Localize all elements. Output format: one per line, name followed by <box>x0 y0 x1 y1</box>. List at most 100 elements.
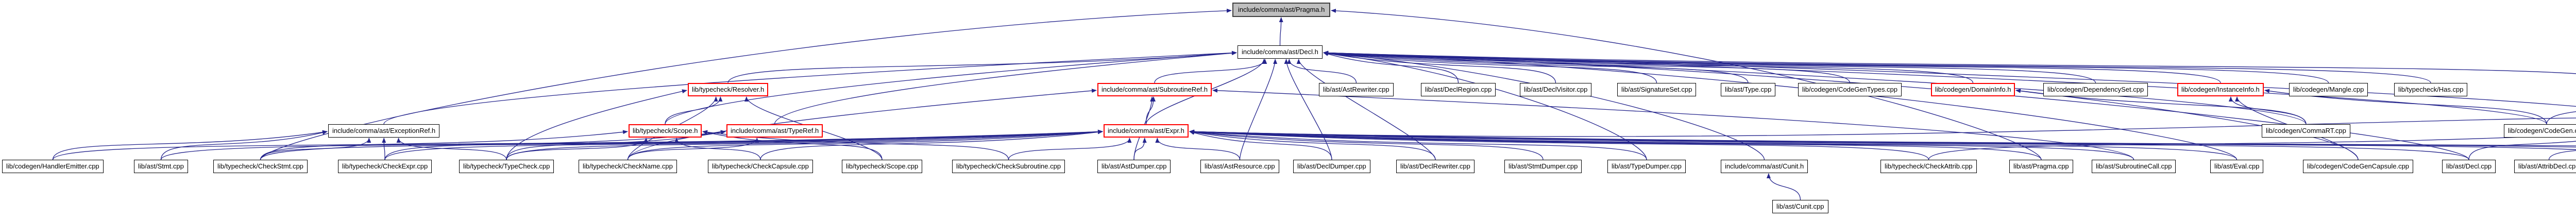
edge-stmt_cpp-to-exceptionref_h <box>160 130 328 160</box>
graph-node-expr_h[interactable]: include/comma/ast/Expr.h <box>1104 124 1189 138</box>
edge-scope_cpp-to-scope_h <box>702 130 883 160</box>
graph-node-declrewriter_cpp[interactable]: lib/ast/DeclRewriter.cpp <box>1396 160 1475 173</box>
graph-node-type_cpp[interactable]: lib/ast/Type.cpp <box>1721 83 1776 96</box>
edge-typecheck_cpp-to-resolver_h <box>506 89 687 160</box>
edge-typecheck_cpp-to-scope_h <box>506 138 648 160</box>
graph-node-subroutineref_h[interactable]: include/comma/ast/SubroutineRef.h <box>1097 83 1212 96</box>
graph-node-commart_cpp[interactable]: lib/codegen/CommaRT.cpp <box>2262 124 2350 138</box>
graph-node-checkname_cpp[interactable]: lib/typecheck/CheckName.cpp <box>579 160 677 173</box>
graph-node-eval_cpp[interactable]: lib/ast/Eval.cpp <box>2210 160 2264 173</box>
edge-codegentypes_cpp-to-decl_h <box>1323 51 1851 83</box>
graph-node-astresource_cpp[interactable]: lib/ast/AstResource.cpp <box>1200 160 1279 173</box>
graph-node-checkcapsule_cpp[interactable]: lib/typecheck/CheckCapsule.cpp <box>708 160 813 173</box>
graph-node-checksubroutine_cpp[interactable]: lib/typecheck/CheckSubroutine.cpp <box>952 160 1065 173</box>
edge-resolver_h-to-decl_h <box>727 51 1237 83</box>
edge-commart_cpp-to-instanceinfo_h <box>2228 96 2307 125</box>
edge-srinfo_h-to-decl_h <box>1323 50 2576 74</box>
graph-node-astrewriter_cpp[interactable]: lib/ast/AstRewriter.cpp <box>1319 83 1394 96</box>
edge-typedumper_cpp-to-decl_h <box>1323 51 1647 160</box>
graph-node-subroutinecall_cpp[interactable]: lib/ast/SubroutineCall.cpp <box>2092 160 2176 173</box>
edge-checkname_cpp-to-expr_h <box>627 130 1103 160</box>
edge-eval_cpp-to-expr_h <box>1189 129 2238 160</box>
edge-codegencall_cpp-to-expr_h <box>1189 129 2576 148</box>
edge-typedumper_cpp-to-expr_h <box>1189 130 1647 160</box>
graph-node-checkattrib_cpp[interactable]: lib/typecheck/CheckAttrib.cpp <box>1880 160 1977 173</box>
edge-attribdecl_h-to-expr_h <box>1189 117 2576 137</box>
edge-cunit_h-to-decl_h <box>1323 51 1765 160</box>
graph-node-exceptionref_h[interactable]: include/comma/ast/ExceptionRef.h <box>328 124 440 138</box>
graph-node-astdumper_cpp[interactable]: lib/ast/AstDumper.cpp <box>1097 160 1171 173</box>
edge-checkstmt_cpp-to-exceptionref_h <box>260 138 371 160</box>
edge-astrewriter_cpp-to-decl_h <box>1287 59 1357 83</box>
edge-scope_h-to-resolver_h <box>665 96 723 125</box>
graph-node-checkexpr_cpp[interactable]: lib/typecheck/CheckExpr.cpp <box>338 160 432 173</box>
edge-subroutinecall_cpp-to-subroutineref_h <box>1212 88 2134 160</box>
graph-node-decl_cpp[interactable]: lib/ast/Decl.cpp <box>2442 160 2496 173</box>
edge-stmt_cpp-to-expr_h <box>160 129 1103 160</box>
graph-node-dependencyset_cpp[interactable]: lib/codegen/DependencySet.cpp <box>2043 83 2148 96</box>
graph-node-signatureset_cpp[interactable]: lib/ast/SignatureSet.cpp <box>1617 83 1697 96</box>
edge-typeref_h-to-decl_h <box>774 51 1237 125</box>
graph-node-cunit_cpp[interactable]: lib/ast/Cunit.cpp <box>1772 200 1828 213</box>
edge-checksubroutine_cpp-to-expr_h <box>1008 138 1132 160</box>
graph-node-pragma_h[interactable]: include/comma/ast/Pragma.h <box>1232 3 1331 17</box>
graph-node-scope_cpp[interactable]: lib/typecheck/Scope.cpp <box>842 160 923 173</box>
edge-scope_h-to-decl_h <box>665 50 1237 125</box>
graph-node-codegen_cpp[interactable]: lib/codegen/CodeGen.cpp <box>2504 124 2576 138</box>
graph-node-codegentypes_cpp[interactable]: lib/codegen/CodeGenTypes.cpp <box>1798 83 1902 96</box>
edge-codegen_cpp-to-srinfo_h <box>2546 111 2576 125</box>
edge-decl_cpp-to-expr_h <box>1189 129 2469 160</box>
graph-node-typecheck_cpp[interactable]: lib/typecheck/TypeCheck.cpp <box>459 160 554 173</box>
edge-checkcapsule_cpp-to-scope_h <box>674 138 761 160</box>
edge-typecheck_cpp-to-typeref_h <box>506 130 726 160</box>
edge-stmtdumper_cpp-to-expr_h <box>1189 130 1544 160</box>
edge-cunit_cpp-to-cunit_h <box>1766 173 1801 200</box>
graph-node-stmt_cpp[interactable]: lib/ast/Stmt.cpp <box>134 160 188 173</box>
graph-node-mangle_cpp[interactable]: lib/codegen/Mangle.cpp <box>2289 83 2368 96</box>
edge-checkstmt_cpp-to-expr_h <box>260 129 1103 160</box>
graph-node-attribdecl_cpp[interactable]: lib/ast/AttribDecl.cpp <box>2514 160 2576 173</box>
edge-has_cpp-to-decl_h <box>1323 50 2431 83</box>
edge-subroutineref_h-to-decl_h <box>1154 59 1267 83</box>
edge-declrewriter_cpp-to-decl_h <box>1296 59 1436 160</box>
edge-checkstmt_cpp-to-pragma_h <box>260 8 1232 160</box>
graph-node-handleremitter_cpp[interactable]: lib/codegen/HandlerEmitter.cpp <box>2 160 104 173</box>
edge-eval_cpp-to-decl_h <box>1323 50 2238 160</box>
edge-decl_cpp-to-attribdecl_h <box>2468 141 2576 160</box>
graph-node-stmtdumper_cpp[interactable]: lib/ast/StmtDumper.cpp <box>1504 160 1582 173</box>
edge-checkcapsule_cpp-to-expr_h <box>760 130 1103 160</box>
edge-pragma_cpp-to-expr_h <box>1189 129 2042 160</box>
graph-node-codegencapsule_cpp[interactable]: lib/codegen/CodeGenCapsule.cpp <box>2303 160 2414 173</box>
graph-node-instanceinfo_h[interactable]: lib/codegen/InstanceInfo.h <box>2177 83 2264 96</box>
graph-node-domaininfo_h[interactable]: lib/codegen/DomainInfo.h <box>1931 83 2015 96</box>
edge-signatureset_cpp-to-decl_h <box>1323 51 1657 83</box>
graph-node-has_cpp[interactable]: lib/typecheck/Has.cpp <box>2394 83 2468 96</box>
edge-checksubroutine_cpp-to-scope_h <box>702 130 1009 160</box>
edge-decldumper_cpp-to-expr_h <box>1189 130 1332 160</box>
graph-node-declvisitor_cpp[interactable]: lib/ast/DeclVisitor.cpp <box>1520 83 1592 96</box>
graph-node-cunit_h[interactable]: include/comma/ast/Cunit.h <box>1721 160 1808 173</box>
edge-codegenroutine_cpp-to-expr_h <box>1189 129 2576 146</box>
edge-checkname_cpp-to-typeref_h <box>627 138 759 160</box>
edge-checkexpr_cpp-to-exceptionref_h <box>382 138 386 160</box>
graph-node-typedumper_cpp[interactable]: lib/ast/TypeDumper.cpp <box>1607 160 1686 173</box>
edge-astresource_cpp-to-decl_h <box>1239 59 1278 160</box>
edge-checkattrib_cpp-to-expr_h <box>1189 129 1929 160</box>
graph-node-checkstmt_cpp[interactable]: lib/typecheck/CheckStmt.cpp <box>213 160 308 173</box>
graph-node-declregion_cpp[interactable]: lib/ast/DeclRegion.cpp <box>1421 83 1496 96</box>
graph-node-scope_h[interactable]: lib/typecheck/Scope.h <box>629 124 702 138</box>
edge-astresource_cpp-to-expr_h <box>1155 138 1241 160</box>
edge-typecheck_cpp-to-exceptionref_h <box>396 138 507 160</box>
graph-node-decldumper_cpp[interactable]: lib/ast/DeclDumper.cpp <box>1293 160 1370 173</box>
edge-subroutinecall_cpp-to-expr_h <box>1189 129 2134 160</box>
edge-checkexpr_cpp-to-expr_h <box>384 129 1103 160</box>
graph-node-typeref_h[interactable]: include/comma/ast/TypeRef.h <box>726 124 823 138</box>
graph-node-decl_h[interactable]: include/comma/ast/Decl.h <box>1238 45 1323 59</box>
graph-node-pragma_cpp[interactable]: lib/ast/Pragma.cpp <box>2009 160 2073 173</box>
graph-node-resolver_h[interactable]: lib/typecheck/Resolver.h <box>688 83 769 96</box>
edge-checkagg_cpp-to-expr_h <box>1189 129 2576 150</box>
edge-codegen_cpp-to-decl_h <box>1323 50 2547 125</box>
edge-declregion_cpp-to-decl_h <box>1323 52 1459 83</box>
